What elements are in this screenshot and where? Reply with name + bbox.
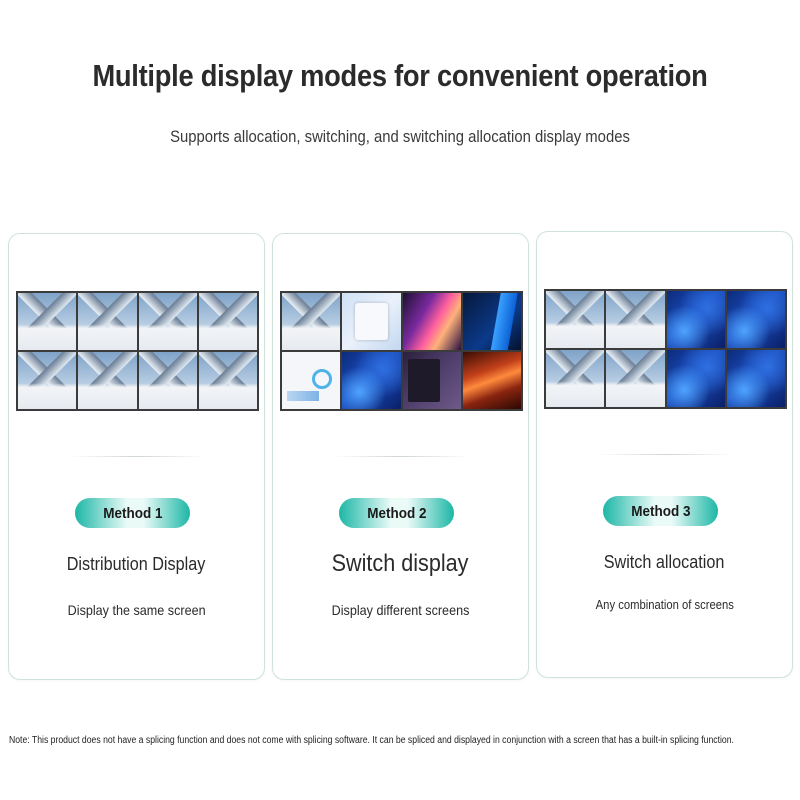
mode-description: Any combination of screens [595, 598, 734, 612]
screen-tile-mountain [546, 350, 605, 407]
screen-tile-mountain [18, 293, 77, 350]
screen-tile-mountain [18, 352, 77, 409]
video-wall-preview [544, 289, 787, 409]
method-badge: Method 3 [603, 496, 718, 526]
screen-tile-mountain [198, 293, 257, 350]
screen-tile-mountain [282, 293, 341, 350]
screen-tile-mountain [606, 291, 665, 348]
screen-tile-mountain [138, 293, 197, 350]
page-title: Multiple display modes for convenient op… [92, 58, 708, 93]
divider [69, 456, 206, 457]
screen-tile-blue [726, 350, 785, 407]
mode-description: Display different screens [331, 602, 470, 618]
screen-tile-blue [666, 291, 725, 348]
mode-title: Switch display [332, 550, 469, 577]
screen-tile-canyon [462, 352, 521, 409]
screen-tile-mountain [198, 352, 257, 409]
screen-tile-mountain [606, 350, 665, 407]
screen-tile-mountain [546, 291, 605, 348]
screen-tile-blue [666, 350, 725, 407]
screen-tile-dash [282, 352, 341, 409]
screen-tile-mountain [78, 293, 137, 350]
page-subtitle: Supports allocation, switching, and swit… [170, 128, 630, 146]
method-card-2: Method 2 Switch display Display differen… [272, 233, 529, 680]
method-card-3: Method 3 Switch allocation Any combinati… [536, 231, 793, 678]
mode-title: Distribution Display [67, 554, 206, 574]
mode-title: Switch allocation [604, 552, 725, 572]
screen-tile-mountain [78, 352, 137, 409]
mode-description: Display the same screen [67, 602, 206, 618]
screen-tile-blue [342, 352, 401, 409]
method-card-1: Method 1 Distribution Display Display th… [8, 233, 265, 680]
screen-tile-blue [726, 291, 785, 348]
screen-tile-win11 [342, 293, 401, 350]
divider [333, 456, 470, 457]
video-wall-preview [280, 291, 523, 411]
screen-tile-mountain [138, 352, 197, 409]
screen-tile-pink [402, 293, 461, 350]
divider [597, 454, 734, 455]
method-badge: Method 1 [75, 498, 190, 528]
footer-note: Note: This product does not have a splic… [9, 735, 734, 746]
video-wall-preview [16, 291, 259, 411]
screen-tile-win10 [462, 293, 521, 350]
method-badge: Method 2 [339, 498, 454, 528]
screen-tile-dark [402, 352, 461, 409]
